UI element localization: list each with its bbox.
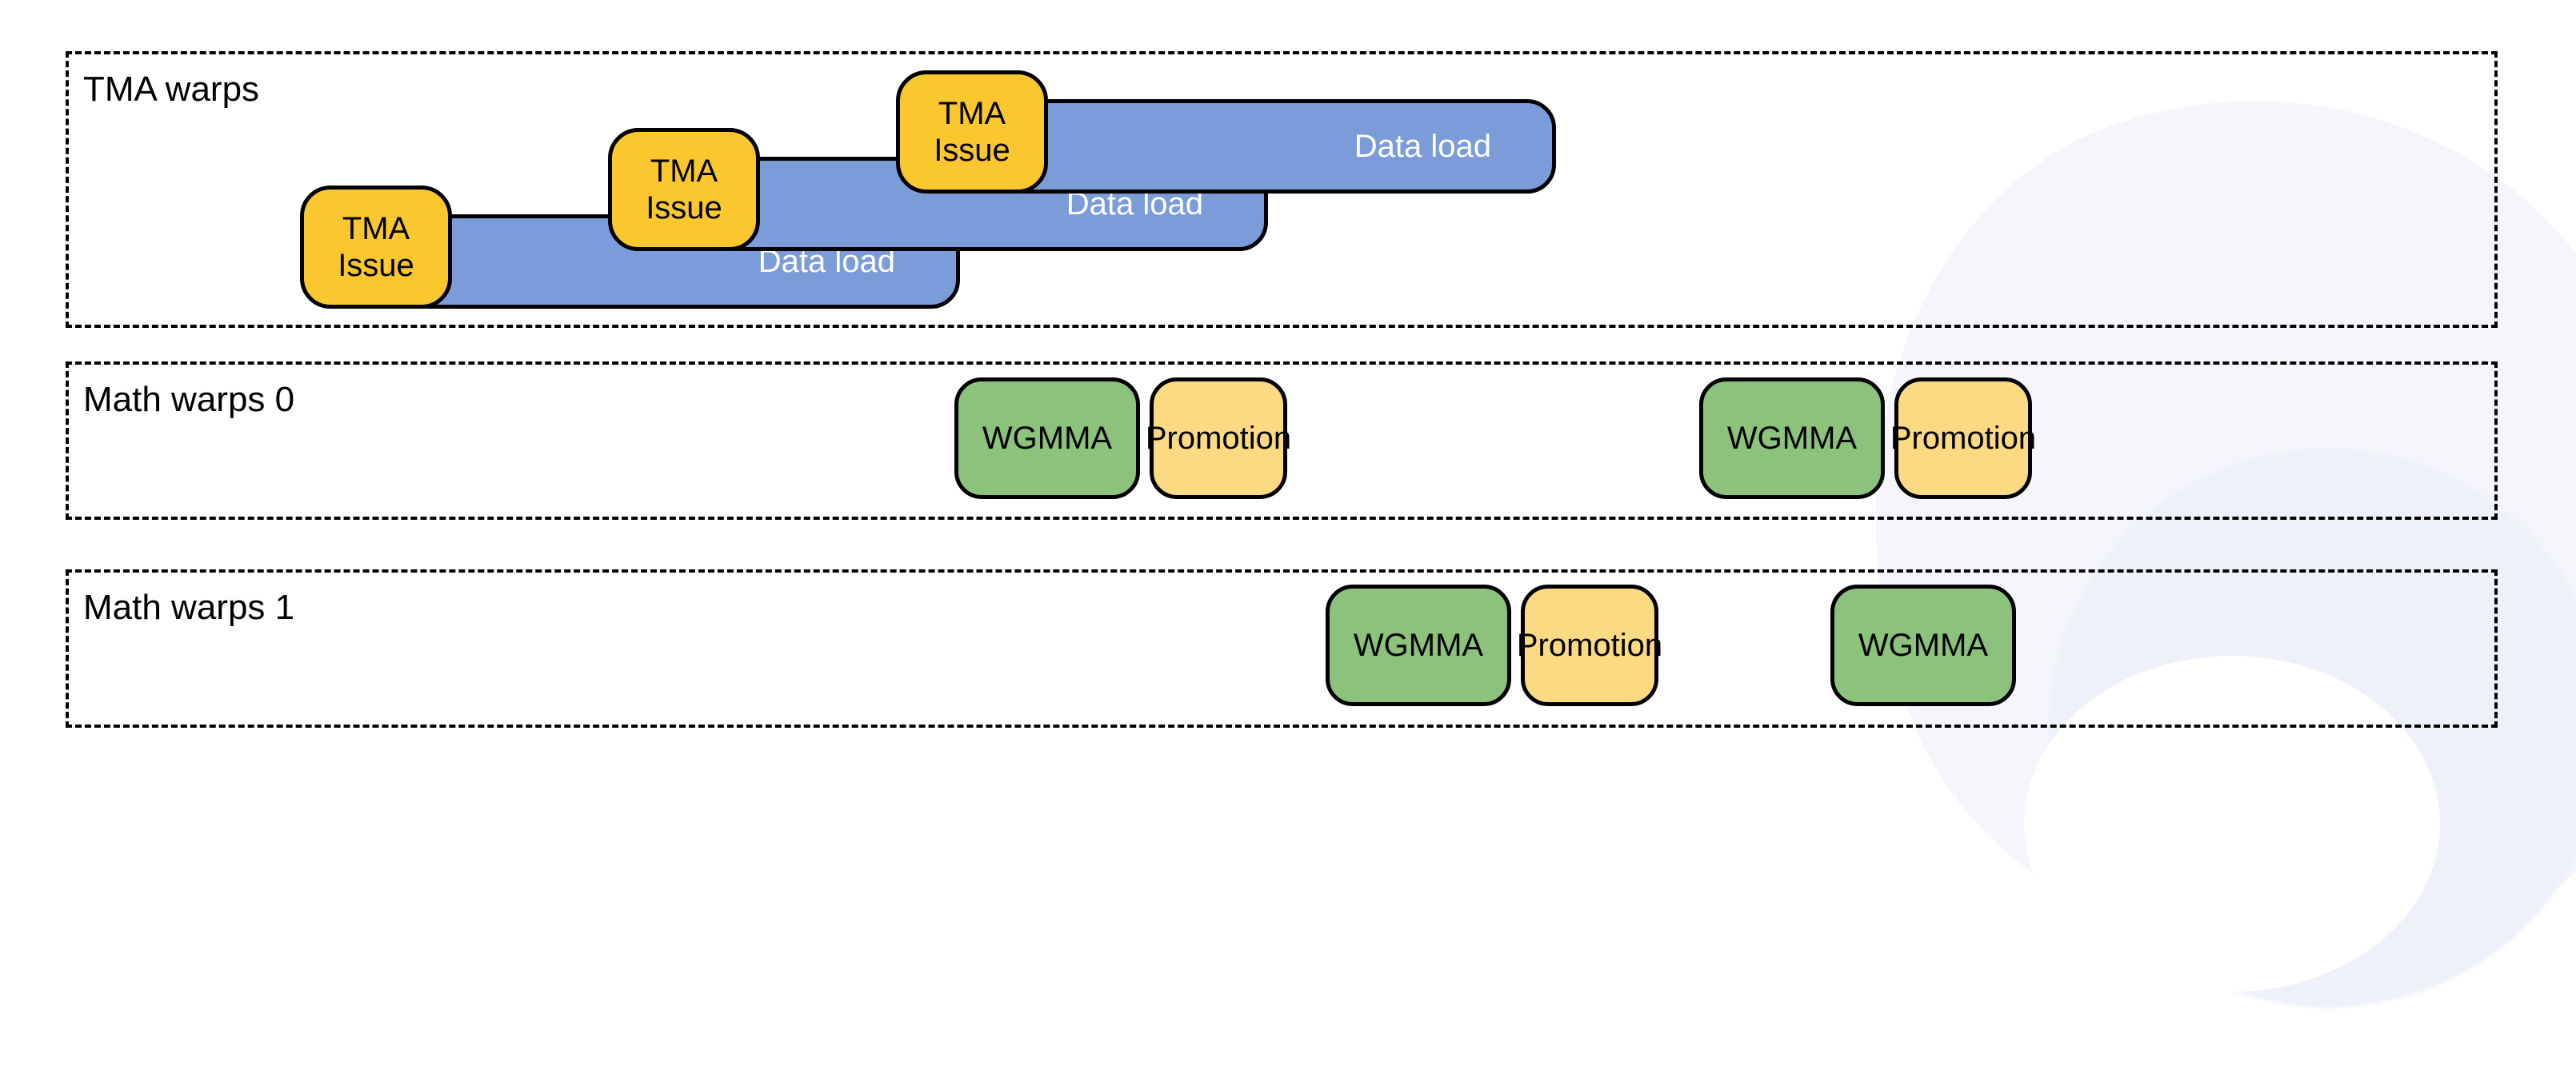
block-label-line1: TMA <box>342 211 410 246</box>
block-label-line1: TMA <box>650 154 718 189</box>
block-label-line2: Issue <box>646 190 722 226</box>
block-wgmma: WGMMA <box>954 377 1140 499</box>
block-label-line2: Issue <box>934 133 1010 168</box>
block-label: Promotion <box>1145 421 1292 456</box>
block-label: Promotion <box>1516 628 1663 663</box>
block-label: Promotion <box>1890 421 2037 456</box>
block-label-line1: TMA <box>938 96 1006 131</box>
block-wgmma: WGMMA <box>1699 377 1885 499</box>
lane-label-tma-warps: TMA warps <box>83 70 260 109</box>
block-promotion: Promotion <box>1146 377 1291 499</box>
block-wgmma: WGMMA <box>1830 585 2016 706</box>
lane-math-warps-0 <box>66 361 2498 520</box>
block-label: WGMMA <box>1726 421 1858 456</box>
block-promotion: Promotion <box>1890 377 2036 499</box>
block-label-line2: Issue <box>338 248 414 283</box>
block-wgmma: WGMMA <box>1326 585 1511 706</box>
block-promotion: Promotion <box>1517 585 1662 706</box>
block-label: Data load <box>1354 129 1491 164</box>
block-label: WGMMA <box>1353 628 1484 663</box>
block-label: WGMMA <box>982 421 1113 456</box>
lane-label-math-warps-1: Math warps 1 <box>83 588 295 627</box>
block-label: WGMMA <box>1858 628 1989 663</box>
block-data-load: Data load <box>996 99 1556 194</box>
lane-math-warps-1 <box>66 569 2498 728</box>
lane-label-math-warps-0: Math warps 0 <box>83 380 295 419</box>
lane-tma-warps <box>66 51 2498 328</box>
